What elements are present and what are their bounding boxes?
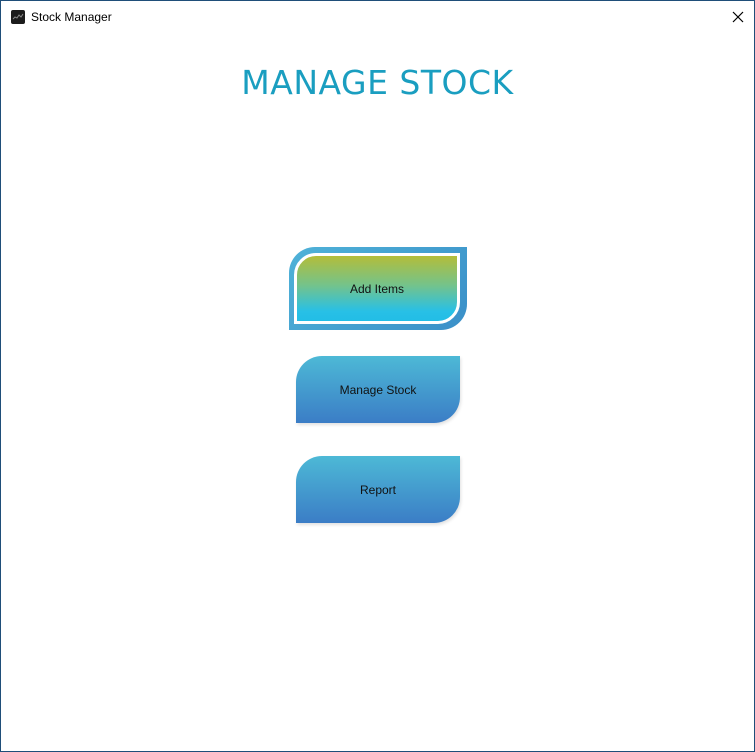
report-button[interactable]: Report xyxy=(296,456,460,523)
manage-stock-label: Manage Stock xyxy=(339,382,417,397)
add-items-button[interactable]: Add Items xyxy=(294,253,460,324)
window-title: Stock Manager xyxy=(31,10,112,24)
page-title: MANAGE STOCK xyxy=(241,63,514,102)
add-items-label: Add Items xyxy=(349,281,405,296)
stock-chart-icon xyxy=(11,10,25,24)
close-icon xyxy=(732,11,744,23)
close-button[interactable] xyxy=(722,1,754,33)
report-label: Report xyxy=(359,482,397,497)
manage-stock-button[interactable]: Manage Stock xyxy=(296,356,460,423)
title-bar[interactable]: Stock Manager xyxy=(1,1,754,33)
